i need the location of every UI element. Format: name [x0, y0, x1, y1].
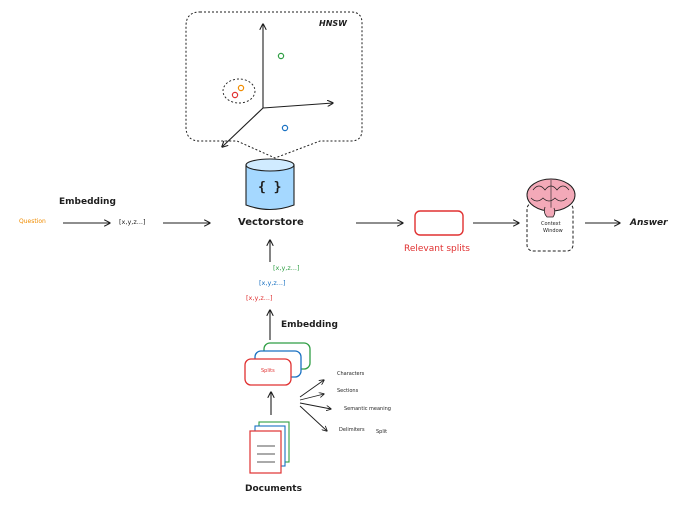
- vectorstore-icon-label: { }: [258, 180, 282, 195]
- split-side-label: Split: [376, 429, 388, 435]
- split-method-sections: Sections: [337, 388, 359, 394]
- query-vector-label: [x,y,z...]: [119, 218, 146, 226]
- doc-embedding-label: Embedding: [281, 320, 338, 330]
- relevant-splits-box: [414, 210, 464, 236]
- query-embedding-label: Embedding: [59, 197, 116, 207]
- split-method-characters: Characters: [337, 371, 365, 377]
- vectorstore-cylinder-icon: [245, 158, 295, 211]
- documents-icon: [249, 421, 290, 474]
- hnsw-cluster: [222, 78, 256, 104]
- doc-vector-blue: [x,y,z...]: [259, 279, 286, 287]
- split-method-arrows: [299, 380, 331, 431]
- doc-vector-red: [x,y,z...]: [246, 294, 273, 302]
- hnsw-panel: [185, 11, 363, 159]
- hnsw-point-orange: [237, 84, 245, 92]
- hnsw-point-blue: [281, 124, 289, 132]
- question-label: Question: [19, 218, 46, 225]
- context-window-label-2: Window: [543, 228, 563, 234]
- hnsw-axes: [222, 24, 333, 147]
- split-method-delimiters: Delimiters: [339, 427, 365, 433]
- context-window-label-1: Context: [541, 221, 561, 227]
- vectorstore-label: Vectorstore: [238, 217, 304, 228]
- splits-card-label: Splits: [261, 368, 275, 374]
- answer-label: Answer: [630, 218, 668, 228]
- hnsw-title: HNSW: [319, 19, 347, 28]
- documents-label: Documents: [245, 484, 302, 494]
- split-card-red: [244, 358, 292, 386]
- relevant-splits-label: Relevant splits: [404, 244, 470, 254]
- split-method-semantic: Semantic meaning: [344, 406, 391, 412]
- hnsw-point-red: [231, 91, 239, 99]
- brain-icon: [526, 178, 576, 218]
- doc-vector-green: [x,y,z...]: [273, 264, 300, 272]
- hnsw-point-green: [277, 52, 285, 60]
